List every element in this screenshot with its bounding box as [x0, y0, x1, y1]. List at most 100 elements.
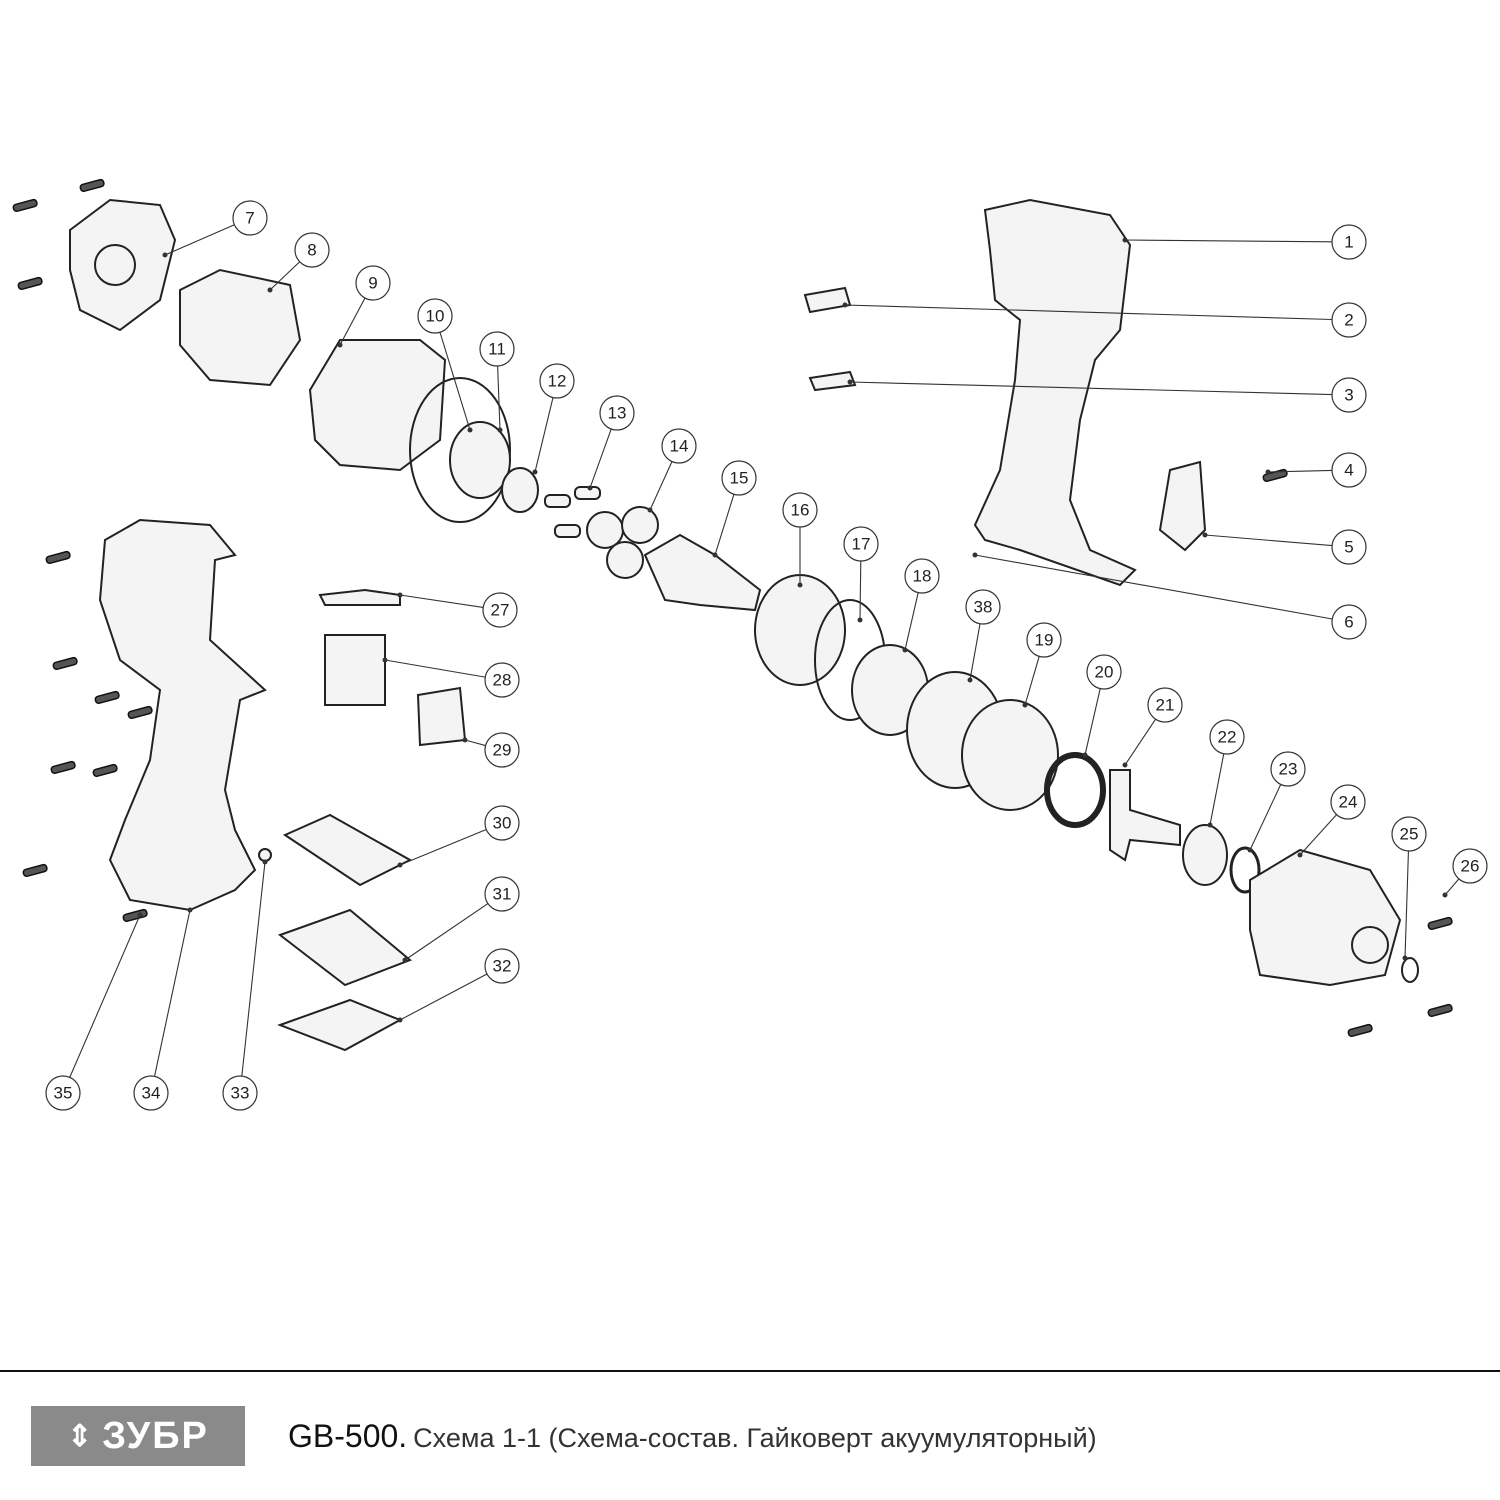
callout-33: 33	[222, 1075, 258, 1111]
screw	[50, 760, 76, 775]
leader-arrow-5	[1202, 532, 1208, 538]
leader-line-3	[849, 381, 1333, 396]
spindle	[643, 533, 762, 612]
pin	[554, 524, 581, 538]
callout-30: 30	[484, 805, 520, 841]
leader-arrow-10	[467, 427, 473, 433]
callout-number: 15	[730, 469, 749, 488]
pin	[574, 486, 601, 500]
callout-number: 38	[974, 598, 993, 617]
callout-number: 11	[488, 340, 506, 359]
leader-arrow-21	[1122, 762, 1128, 768]
screw	[45, 550, 71, 565]
callout-number: 34	[142, 1084, 161, 1103]
leader-line-15	[714, 494, 735, 556]
screw	[1427, 916, 1453, 931]
planet-gear	[621, 506, 659, 544]
leader-arrow-25	[1402, 955, 1408, 961]
leader-arrow-28	[382, 657, 388, 663]
leader-line-21	[1124, 718, 1157, 766]
callout-26: 26	[1452, 848, 1488, 884]
callout-circle	[1331, 452, 1367, 488]
anvil	[1109, 769, 1181, 862]
callout-number: 21	[1156, 696, 1175, 715]
callout-circle	[1331, 302, 1367, 338]
leader-arrow-20	[1082, 752, 1088, 758]
callout-circle	[1147, 687, 1183, 723]
callout-number: 6	[1344, 613, 1353, 632]
leader-line-9	[339, 297, 366, 346]
badge	[803, 286, 852, 314]
leader-line-8	[269, 261, 301, 291]
callout-34: 34	[133, 1075, 169, 1111]
callout-number: 14	[670, 437, 689, 456]
switch	[324, 634, 386, 706]
screw	[92, 763, 118, 778]
screw	[127, 705, 153, 720]
callout-16: 16	[782, 492, 818, 528]
callout-24: 24	[1330, 784, 1366, 820]
callout-circle	[843, 526, 879, 562]
leader-line-12	[534, 397, 554, 473]
callout-circle	[1086, 654, 1122, 690]
callout-number: 17	[852, 535, 871, 554]
leader-arrow-4	[1265, 469, 1271, 475]
leader-arrow-29	[462, 737, 468, 743]
callout-number: 32	[493, 957, 512, 976]
screw	[79, 178, 105, 193]
callout-number: 12	[548, 372, 567, 391]
leader-line-18	[904, 592, 919, 651]
callout-circle	[599, 395, 635, 431]
parts-drawing	[69, 198, 1419, 1052]
leader-line-10	[439, 332, 471, 431]
callout-number: 19	[1035, 631, 1054, 650]
callout-number: 10	[426, 307, 445, 326]
leader-arrow-17	[857, 617, 863, 623]
callout-circle	[1209, 719, 1245, 755]
brand-logo: ⇕ЗУБР	[31, 1406, 245, 1466]
forward-reverse-lever	[318, 588, 401, 606]
screw	[1347, 1023, 1373, 1038]
callout-circle	[1270, 751, 1306, 787]
leader-line-25	[1404, 850, 1410, 959]
callout-29: 29	[484, 732, 520, 768]
leader-line-31	[404, 903, 489, 961]
leader-arrow-23	[1247, 847, 1253, 853]
callout-circle	[294, 232, 330, 268]
exploded-parts-diagram: 1234567891011121314151617183819202122232…	[12, 178, 1488, 1111]
callout-5: 5	[1331, 529, 1367, 565]
callout-number: 18	[913, 567, 932, 586]
callout-number: 16	[791, 501, 810, 520]
leader-arrow-26	[1442, 892, 1448, 898]
callout-14: 14	[661, 428, 697, 464]
callout-number: 2	[1344, 311, 1353, 330]
callout-circle	[904, 558, 940, 594]
callout-35: 35	[45, 1075, 81, 1111]
callout-circle	[965, 589, 1001, 625]
logo-text: ЗУБР	[102, 1414, 209, 1457]
callout-number: 8	[307, 241, 316, 260]
model-name: GB-500.	[288, 1418, 408, 1454]
leader-arrow-12	[532, 469, 538, 475]
leader-arrow-14	[647, 507, 653, 513]
callout-11: 11	[479, 331, 515, 367]
callout-circle	[782, 492, 818, 528]
callout-circle	[355, 265, 391, 301]
leader-line-14	[649, 461, 673, 511]
callout-number: 27	[491, 601, 510, 620]
leader-line-30	[399, 828, 487, 866]
callout-13: 13	[599, 395, 635, 431]
leader-lines	[69, 224, 1460, 1078]
callout-circle	[661, 428, 697, 464]
battery-holder	[277, 908, 412, 987]
leader-arrow-31	[402, 957, 408, 963]
control-board	[282, 813, 413, 887]
callout-8: 8	[294, 232, 330, 268]
leader-arrow-15	[712, 552, 718, 558]
screw	[122, 908, 148, 923]
callout-number: 28	[493, 671, 512, 690]
callout-number: 35	[54, 1084, 73, 1103]
callout-3: 3	[1331, 377, 1367, 413]
callout-circle	[1330, 784, 1366, 820]
callout-28: 28	[484, 662, 520, 698]
